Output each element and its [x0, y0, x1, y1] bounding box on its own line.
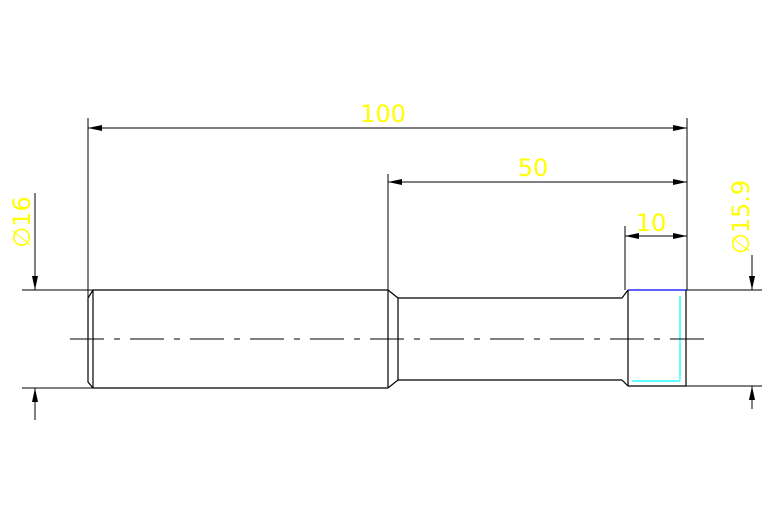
dimension-lines: [32, 125, 755, 420]
dim-text-dia-right: ∅15.9: [727, 180, 755, 254]
dim-text-10: 10: [636, 209, 667, 237]
shaft-right-step-top: [621, 289, 629, 299]
shaft-outline: [87, 289, 687, 389]
dim-text-100: 100: [360, 100, 406, 128]
shaft-left-end: [87, 289, 94, 389]
shaft-step-top: [387, 289, 399, 299]
extension-lines: [22, 118, 762, 389]
dim-text-dia-left: ∅16: [8, 196, 36, 247]
dim-text-50: 50: [518, 154, 549, 182]
shaft-step-bottom: [387, 379, 399, 389]
shaft-right-step-bottom: [621, 379, 629, 387]
